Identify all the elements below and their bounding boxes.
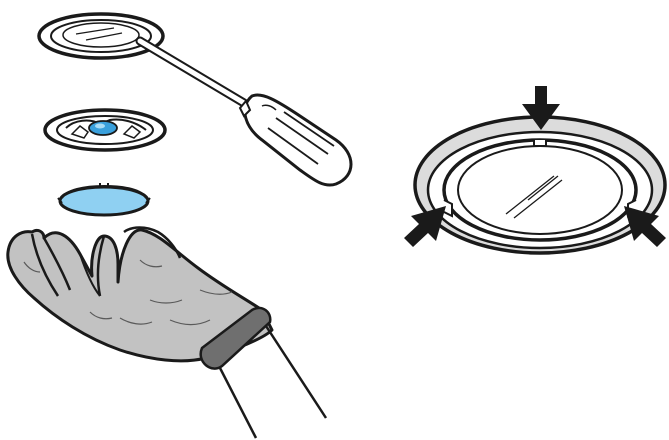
glass-lens [58, 183, 150, 215]
lamp-cover-assembly [415, 117, 665, 253]
removal-panel [8, 14, 351, 438]
bulb-holder [45, 110, 165, 150]
arrow-up-left-icon [624, 206, 666, 247]
lamp-cover-ring [39, 14, 163, 58]
gloved-hand-icon [8, 228, 326, 439]
screwdriver-icon [140, 41, 351, 185]
refit-panel [404, 86, 666, 253]
arrow-up-right-icon [404, 206, 446, 247]
